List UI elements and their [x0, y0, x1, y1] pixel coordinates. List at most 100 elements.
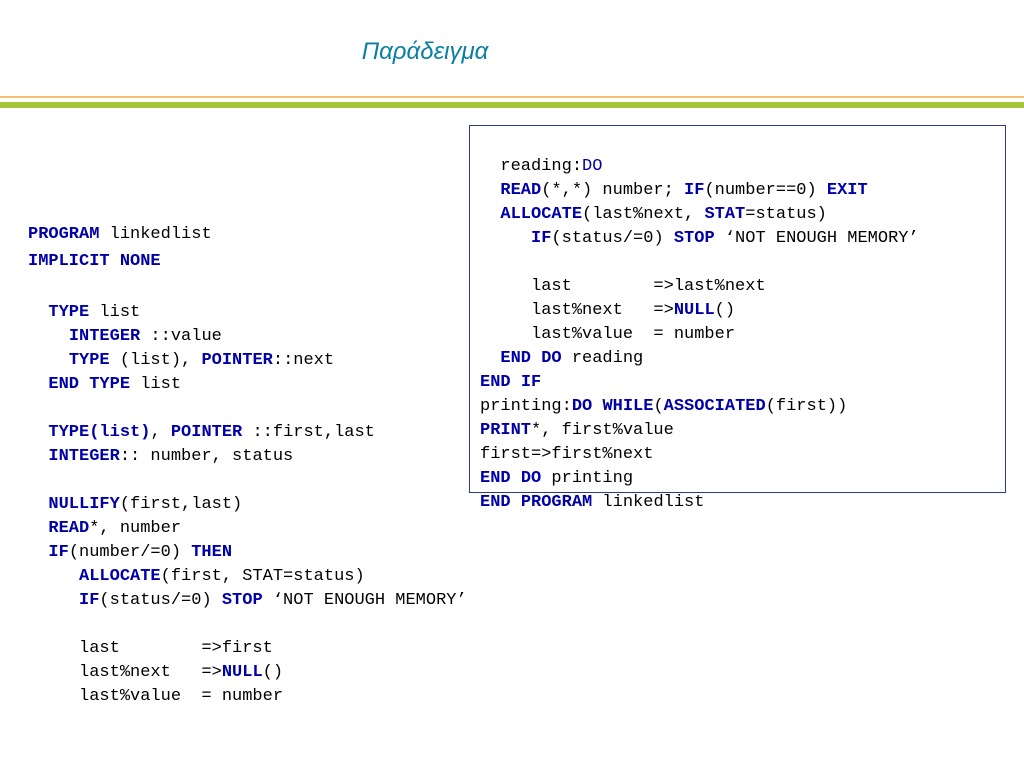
indent — [28, 327, 69, 346]
keyword: INTEGER — [68, 327, 141, 346]
code-line: INTEGER ::value — [28, 325, 467, 349]
code-text: () — [714, 301, 736, 320]
keyword: END — [500, 349, 532, 368]
code-text: ::first,last — [242, 423, 375, 442]
code-line: IMPLICIT NONE — [28, 250, 467, 277]
code-text — [511, 373, 521, 392]
code-line: INTEGER:: number, status — [28, 445, 467, 469]
keyword: DO — [520, 469, 542, 488]
code-text — [592, 397, 602, 416]
code-line: END IF — [480, 371, 919, 395]
keyword: READ — [500, 181, 542, 200]
keyword: PRINT — [480, 421, 532, 440]
code-text: (status/=0) — [99, 591, 222, 610]
code-text: (number==0) — [704, 181, 827, 200]
keyword: POINTER — [201, 351, 273, 370]
keyword: IF — [79, 591, 100, 610]
keyword: IF — [520, 373, 542, 392]
code-text — [511, 493, 521, 512]
code-line: reading:DO — [480, 155, 919, 179]
indent — [28, 543, 48, 562]
keyword: NULL — [673, 301, 715, 320]
keyword: ASSOCIATED — [663, 397, 766, 416]
code-line: ALLOCATE(last%next, STAT=status) — [480, 203, 919, 227]
code-line: TYPE(list), POINTER ::first,last — [28, 421, 467, 445]
code-text — [531, 349, 541, 368]
keyword: IF — [48, 543, 69, 562]
code-text: reading: — [480, 157, 583, 176]
code-text: (*,*) number; — [541, 181, 685, 200]
loop-code-box: reading:DO READ(*,*) number; IF(number==… — [469, 125, 1006, 512]
code-line: last =>first — [28, 637, 467, 661]
code-line: PRINT*, first%value — [480, 419, 919, 443]
code-line: ALLOCATE(first, STAT=status) — [28, 565, 467, 589]
code-text: last =>last%next — [480, 277, 766, 296]
keyword: TYPE(list) — [48, 423, 151, 442]
code-text: (first,last) — [119, 495, 243, 514]
code-line: IF(status/=0) STOP ‘NOT ENOUGH MEMORY’ — [28, 589, 467, 613]
code-text: printing: — [480, 397, 572, 416]
code-line: READ(*,*) number; IF(number==0) EXIT — [480, 179, 919, 203]
keyword: END — [480, 469, 511, 488]
code-line: printing:DO WHILE(ASSOCIATED(first)) — [480, 395, 919, 419]
code-text: () — [262, 663, 284, 682]
code-text: (status/=0) — [551, 229, 674, 248]
code-line: last =>last%next — [480, 275, 919, 299]
keyword: STAT — [704, 205, 746, 224]
code-text — [110, 252, 120, 271]
code-line: last%value = number — [480, 323, 919, 347]
code-text: (list), — [109, 351, 202, 370]
code-text: last%next => — [28, 663, 222, 682]
code-text: first=>first%next — [480, 445, 654, 464]
keyword: END — [480, 373, 511, 392]
indent — [480, 181, 500, 200]
code-text: (number/=0) — [68, 543, 192, 562]
keyword: NULLIFY — [48, 495, 120, 514]
keyword: ALLOCATE — [500, 205, 583, 224]
blank-line — [480, 251, 919, 275]
blank-line — [28, 397, 467, 421]
code-text: linkedlist — [99, 225, 212, 244]
indent — [28, 375, 48, 394]
code-text: ‘NOT ENOUGH MEMORY’ — [262, 591, 467, 610]
code-line: END DO reading — [480, 347, 919, 371]
indent — [28, 303, 48, 322]
keyword: THEN — [191, 543, 233, 562]
code-line: TYPE list — [28, 301, 467, 325]
keyword: ALLOCATE — [79, 567, 161, 586]
keyword: TYPE — [48, 303, 90, 322]
code-text: linkedlist — [592, 493, 705, 512]
keyword: WHILE — [602, 397, 654, 416]
code-text: =status) — [745, 205, 827, 224]
code-line: NULLIFY(first,last) — [28, 493, 467, 517]
code-text — [511, 469, 521, 488]
code-text: ‘NOT ENOUGH MEMORY’ — [714, 229, 919, 248]
code-text: last =>first — [28, 639, 273, 658]
code-text: ::value — [140, 327, 222, 346]
code-line: first=>first%next — [480, 443, 919, 467]
blank-line — [28, 613, 467, 637]
keyword: NULL — [221, 663, 263, 682]
indent — [28, 495, 48, 514]
code-text: (last%next, — [582, 205, 705, 224]
code-line: last%next =>NULL() — [28, 661, 467, 685]
keyword: END — [48, 375, 80, 394]
code-text: last%value = number — [480, 325, 736, 344]
keyword: PROGRAM — [520, 493, 593, 512]
code-text: :: number, status — [119, 447, 294, 466]
keyword: DO — [571, 397, 593, 416]
code-text: (first)) — [765, 397, 848, 416]
indent — [480, 229, 531, 248]
code-line: IF(number/=0) THEN — [28, 541, 467, 565]
keyword: TYPE — [68, 351, 110, 370]
blank-line — [28, 277, 467, 301]
code-text: list — [130, 375, 182, 394]
code-line: IF(status/=0) STOP ‘NOT ENOUGH MEMORY’ — [480, 227, 919, 251]
keyword: STOP — [673, 229, 715, 248]
code-line: END TYPE list — [28, 373, 467, 397]
keyword: PROGRAM — [28, 225, 100, 244]
indent — [28, 591, 79, 610]
code-line: END PROGRAM linkedlist — [480, 491, 919, 515]
code-text: *, number — [89, 519, 182, 538]
